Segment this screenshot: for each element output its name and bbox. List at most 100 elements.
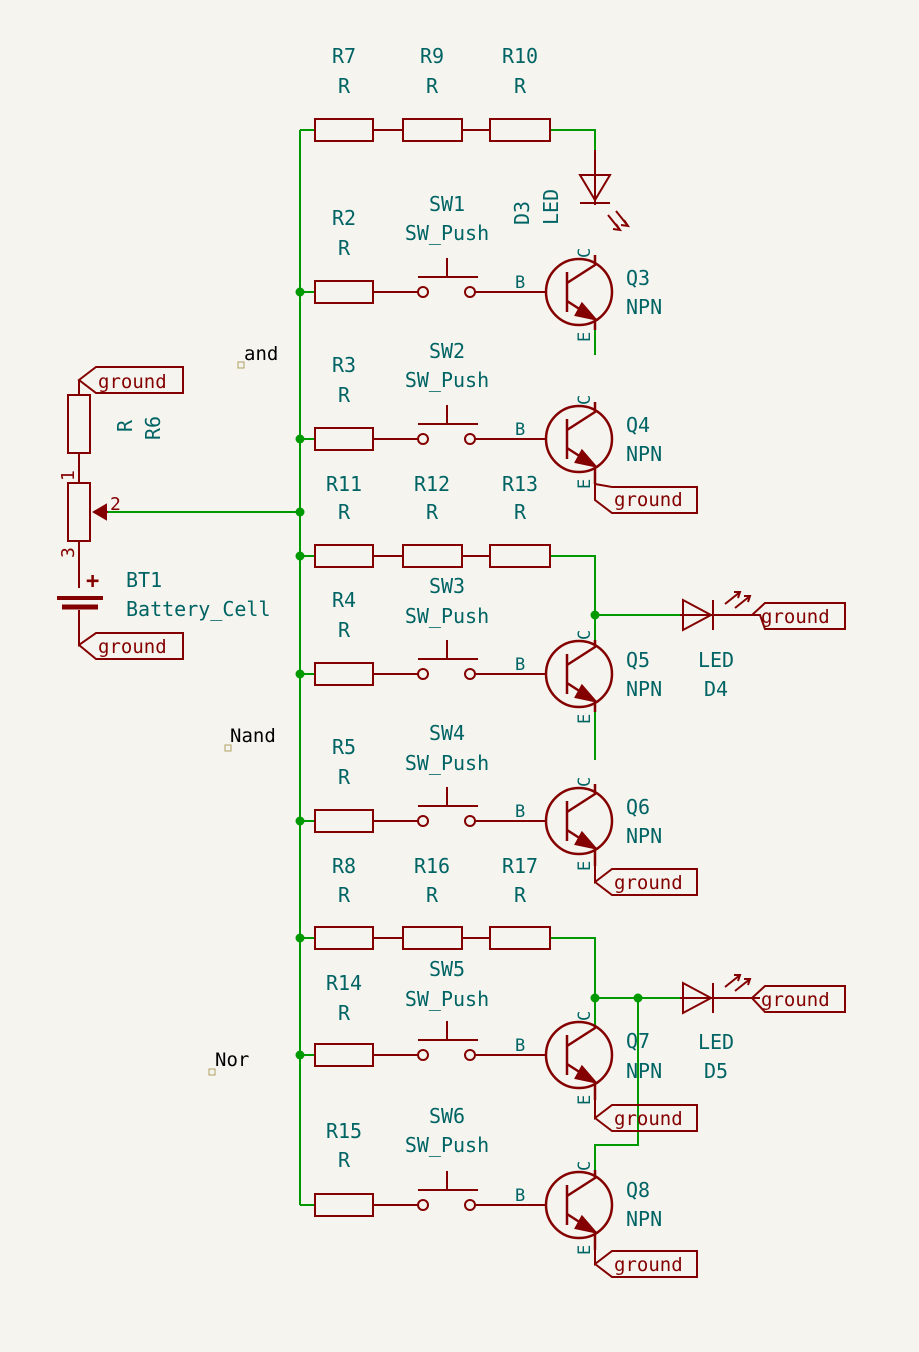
sw2-ref: SW2	[429, 339, 465, 363]
sw4-val: SW_Push	[405, 751, 489, 775]
sw2-val: SW_Push	[405, 368, 489, 392]
r7-ref: R7	[332, 44, 356, 68]
q7-ref: Q7	[626, 1029, 650, 1053]
q4-ref: Q4	[626, 413, 650, 437]
r16-val: R	[426, 883, 439, 907]
q6-emitter-pin: E	[575, 861, 595, 871]
r17-val: R	[514, 883, 527, 907]
r17-ref: R17	[502, 854, 538, 878]
net-label-and: and	[244, 343, 278, 365]
q6-base-pin: B	[515, 802, 525, 822]
q8-base-pin: B	[515, 1186, 525, 1206]
resistors	[67, 118, 551, 1217]
d5-ref: D5	[704, 1059, 728, 1083]
r2-ref: R2	[332, 206, 356, 230]
pin-letters: B C E B C E B C E B C E B C E B C E	[515, 248, 595, 1255]
q8-ref: Q8	[626, 1178, 650, 1202]
r11-val: R	[338, 500, 351, 524]
r15-ref: R15	[326, 1119, 362, 1143]
ground-texts: ground ground ground ground ground groun…	[98, 371, 830, 1276]
pot-pin3: 3	[58, 547, 79, 558]
r4-val: R	[338, 618, 351, 642]
switches	[373, 258, 547, 1211]
q4-collector-pin: C	[575, 395, 595, 405]
q5-base-pin: B	[515, 655, 525, 675]
sw6-val: SW_Push	[405, 1133, 489, 1157]
q7-val: NPN	[626, 1059, 662, 1083]
r11-ref: R11	[326, 472, 362, 496]
r4-ref: R4	[332, 588, 356, 612]
sw5-ref: SW5	[429, 957, 465, 981]
q3-emitter-pin: E	[575, 332, 595, 342]
d3-ref: D3	[510, 201, 534, 225]
bt1-val: Battery_Cell	[126, 597, 271, 621]
label-markers	[208, 361, 245, 1076]
q3-val: NPN	[626, 295, 662, 319]
r16-ref: R16	[414, 854, 450, 878]
battery-plus: +	[86, 569, 99, 594]
q8-emitter-pin: E	[575, 1245, 595, 1255]
ground-label-d5: ground	[761, 989, 830, 1011]
pot-pin2: 2	[110, 494, 121, 515]
ground-label-q6: ground	[614, 872, 683, 894]
r8-ref: R8	[332, 854, 356, 878]
pot-and-battery	[57, 482, 108, 635]
sw5-val: SW_Push	[405, 987, 489, 1011]
ground-label-bt1: ground	[98, 636, 167, 658]
q6-collector-pin: C	[575, 777, 595, 787]
d3-val: LED	[539, 189, 563, 225]
sw1-val: SW_Push	[405, 221, 489, 245]
r13-ref: R13	[502, 472, 538, 496]
r9-ref: R9	[420, 44, 444, 68]
q5-emitter-pin: E	[575, 714, 595, 724]
q7-base-pin: B	[515, 1036, 525, 1056]
ground-label-q8: ground	[614, 1254, 683, 1276]
r3-ref: R3	[332, 353, 356, 377]
r5-val: R	[338, 765, 351, 789]
r10-val: R	[514, 74, 527, 98]
d5-val: LED	[698, 1030, 734, 1054]
q6-val: NPN	[626, 824, 662, 848]
net-labels: and Nand Nor	[215, 343, 278, 1071]
r14-ref: R14	[326, 971, 362, 995]
q3-ref: Q3	[626, 266, 650, 290]
ground-flags	[77, 366, 846, 1278]
net-label-nand: Nand	[230, 725, 276, 747]
sw3-val: SW_Push	[405, 604, 489, 628]
sw1-ref: SW1	[429, 192, 465, 216]
q3-base-pin: B	[515, 273, 525, 293]
q6-ref: Q6	[626, 795, 650, 819]
q8-val: NPN	[626, 1207, 662, 1231]
r7-val: R	[338, 74, 351, 98]
q5-val: NPN	[626, 677, 662, 701]
r8-val: R	[338, 883, 351, 907]
r13-val: R	[514, 500, 527, 524]
q5-collector-pin: C	[575, 630, 595, 640]
sw6-ref: SW6	[429, 1104, 465, 1128]
d4-val: LED	[698, 648, 734, 672]
q4-val: NPN	[626, 442, 662, 466]
r6-ref: R6	[141, 416, 165, 440]
leds	[578, 150, 760, 1015]
sw3-ref: SW3	[429, 574, 465, 598]
q8-collector-pin: C	[575, 1161, 595, 1171]
junctions	[295, 287, 643, 1060]
r15-val: R	[338, 1148, 351, 1172]
q7-collector-pin: C	[575, 1011, 595, 1021]
r14-val: R	[338, 1001, 351, 1025]
ground-label-r6: ground	[98, 371, 167, 393]
r12-ref: R12	[414, 472, 450, 496]
ground-label-q4: ground	[614, 489, 683, 511]
transistors	[544, 255, 614, 1250]
r5-ref: R5	[332, 735, 356, 759]
net-label-nor: Nor	[215, 1049, 249, 1071]
q7-emitter-pin: E	[575, 1095, 595, 1105]
r10-ref: R10	[502, 44, 538, 68]
q3-collector-pin: C	[575, 248, 595, 258]
d4-ref: D4	[704, 677, 728, 701]
q4-base-pin: B	[515, 420, 525, 440]
r3-val: R	[338, 383, 351, 407]
bt1-ref: BT1	[126, 568, 162, 592]
pot-pin1: 1	[58, 470, 79, 481]
